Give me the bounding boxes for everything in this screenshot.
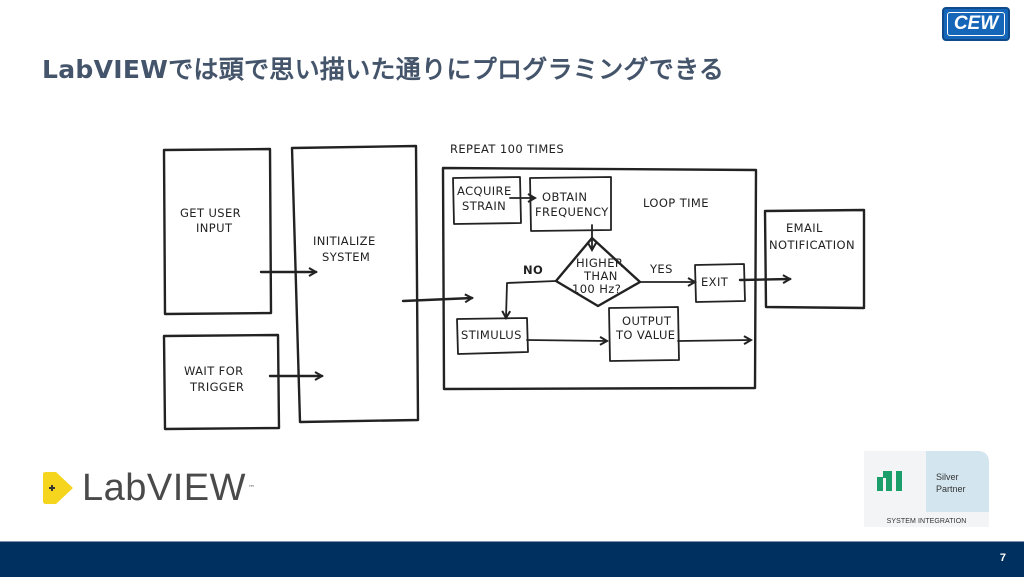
block-output-to-value: OUTPUT TO VALUE xyxy=(608,306,680,362)
arrow-stimulus-to-output xyxy=(526,340,607,341)
arrow-init-to-loop xyxy=(401,298,472,301)
arrow-no-to-stimulus xyxy=(506,280,557,318)
block-email-line1: EMAIL xyxy=(786,221,823,235)
decision-line1: HIGHER xyxy=(576,256,623,270)
labview-logo: LabVIEW ™ xyxy=(40,468,255,508)
yes-label: YES xyxy=(649,262,673,276)
loop-time-label: LOOP TIME xyxy=(643,196,709,210)
block-get-user-input: GET USER INPUT xyxy=(162,147,273,316)
block-acquire-strain-line2: STRAIN xyxy=(462,199,506,213)
block-obtain-frequency-line2: FREQUENCY xyxy=(535,205,609,219)
loop-label: REPEAT 100 TIMES xyxy=(450,142,564,156)
partner-tier-text: Silver Partner xyxy=(936,471,966,495)
block-initialize-system-line1: INITIALIZE xyxy=(313,234,376,248)
loop-frame xyxy=(441,166,758,391)
block-initialize-system-line2: SYSTEM xyxy=(322,250,370,264)
ni-partner-badge: Silver Partner SYSTEM INTEGRATION xyxy=(864,451,989,527)
block-acquire-strain: ACQUIRE STRAIN xyxy=(452,176,522,225)
footer-bar: 7 xyxy=(0,541,1024,577)
block-wait-for-trigger: WAIT FOR TRIGGER xyxy=(162,333,281,431)
no-label: NO xyxy=(523,263,543,277)
block-output-line2: TO VALUE xyxy=(615,328,675,342)
block-exit-label: EXIT xyxy=(701,275,729,289)
block-email-line2: NOTIFICATION xyxy=(769,238,855,252)
cew-logo-text: CEW xyxy=(953,13,999,34)
block-obtain-frequency: OBTAIN FREQUENCY xyxy=(529,176,612,232)
block-output-line1: OUTPUT xyxy=(622,314,672,328)
block-acquire-strain-line1: ACQUIRE xyxy=(457,184,512,198)
slide-title: LabVIEWでは頭で思い描いた通りにプログラミングできる xyxy=(42,55,725,84)
block-get-user-input-line1: GET USER xyxy=(180,206,241,220)
partner-tier-line2: Partner xyxy=(936,484,966,494)
block-initialize-system: INITIALIZE SYSTEM xyxy=(290,144,420,424)
labview-wordmark: LabVIEW xyxy=(82,467,247,509)
labview-play-icon xyxy=(43,472,73,504)
decision-line3: 100 Hz? xyxy=(572,282,621,296)
block-get-user-input-line2: INPUT xyxy=(196,221,233,235)
ni-logo-icon xyxy=(877,471,902,491)
block-email-notification: EMAIL NOTIFICATION xyxy=(763,208,866,310)
cew-logo-border xyxy=(947,12,1005,36)
block-exit: EXIT xyxy=(694,263,746,303)
flowchart-sketch: GET USER INPUT WAIT FOR TRIGGER INITIALI… xyxy=(150,130,870,440)
block-wait-for-trigger-line1: WAIT FOR xyxy=(184,364,244,378)
decision-line2: THAN xyxy=(583,269,618,283)
partner-program-label: SYSTEM INTEGRATION xyxy=(886,518,967,525)
cew-logo: CEW xyxy=(942,7,1010,41)
block-stimulus-label: STIMULUS xyxy=(461,328,522,342)
decision-diamond: HIGHER THAN 100 Hz? xyxy=(554,236,642,308)
partner-tier-panel: Silver Partner xyxy=(926,451,989,512)
labview-trademark: ™ xyxy=(248,484,256,492)
block-wait-for-trigger-line2: TRIGGER xyxy=(189,380,244,394)
block-obtain-frequency-line1: OBTAIN xyxy=(542,190,587,204)
page-number: 7 xyxy=(999,552,1006,564)
block-stimulus: STIMULUS xyxy=(456,317,529,355)
arrow-output-out xyxy=(677,340,751,341)
partner-tier-line1: Silver xyxy=(936,472,959,482)
